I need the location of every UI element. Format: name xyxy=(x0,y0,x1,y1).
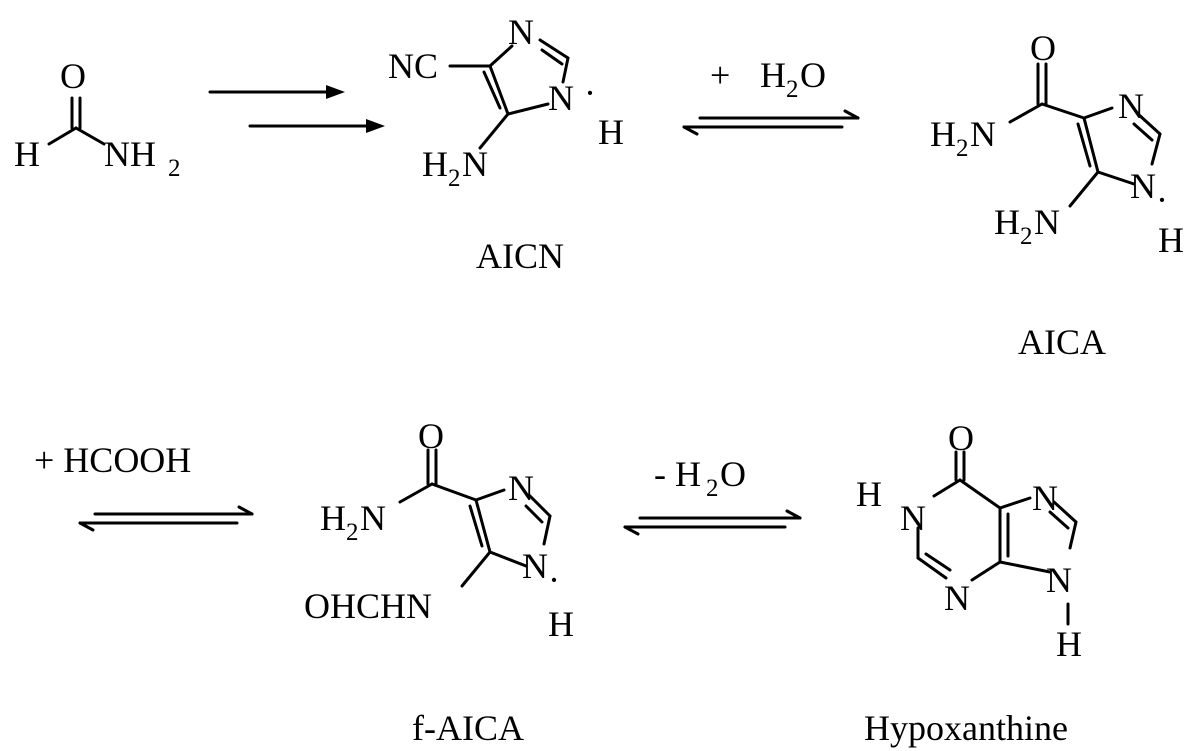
hypoxanthine-carbonyl-o: O xyxy=(948,418,974,458)
hypoxanthine-n3: N xyxy=(944,578,970,618)
aica-caption: AICA xyxy=(1018,322,1106,362)
aica-nh-dot: · xyxy=(1156,180,1168,220)
hypoxanthine-caption: Hypoxanthine xyxy=(864,708,1068,748)
aicn-nh-dot: · xyxy=(584,73,596,113)
aica-amide-h: H xyxy=(930,114,956,154)
aica-ring-h: H xyxy=(1158,220,1184,260)
step1-arrowhead-bottom xyxy=(366,119,385,133)
aicn-amine-h: H xyxy=(422,144,448,184)
aicn-molecule: · N N H NC H 2 N AICN xyxy=(388,12,624,276)
hypoxanthine-n9: N xyxy=(1046,560,1072,600)
step4-o: O xyxy=(720,454,746,494)
hypoxanthine-n7: N xyxy=(1032,478,1058,518)
step4-subscript: 2 xyxy=(706,475,719,502)
hypoxanthine-n9-h: H xyxy=(1056,624,1082,664)
step1-arrows xyxy=(208,85,385,133)
formamide-molecule: O H NH 2 xyxy=(14,56,181,182)
hypoxanthine-n1-h: H xyxy=(856,474,882,514)
step1-arrowhead-top xyxy=(326,85,345,99)
step2-plus: + xyxy=(710,55,730,95)
step3-reagent: + HCOOH xyxy=(34,440,191,480)
hypoxanthine-n1: N xyxy=(900,498,926,538)
f-aica-carbonyl-o: O xyxy=(418,416,444,456)
step2-subscript: 2 xyxy=(786,76,799,103)
formamide-amine-subscript: 2 xyxy=(168,155,181,182)
f-aica-ring-n3: N xyxy=(508,468,534,508)
formamide-amine-nh: NH xyxy=(104,134,156,174)
aica-amine-subscript: 2 xyxy=(1020,223,1033,250)
aica-ring-n3: N xyxy=(1118,86,1144,126)
f-aica-nh-dot: · xyxy=(548,560,560,600)
step4-reagent: - H 2 O xyxy=(654,454,746,502)
f-aica-ring-n1: N xyxy=(522,546,548,586)
step4-prefix: - H xyxy=(654,454,701,494)
aica-amide-n: N xyxy=(970,114,996,154)
aica-amine-h: H xyxy=(994,202,1020,242)
aicn-amine-subscript: 2 xyxy=(448,165,461,192)
aicn-ring-h: H xyxy=(598,112,624,152)
aicn-ring-n3: N xyxy=(508,12,534,52)
step2-o: O xyxy=(800,55,826,95)
step2-h: H xyxy=(760,55,786,95)
aicn-caption: AICN xyxy=(476,236,564,276)
formamide-hydrogen: H xyxy=(14,134,40,174)
aica-ring-n1: N xyxy=(1130,166,1156,206)
f-aica-formamido: OHCHN xyxy=(304,586,432,626)
aicn-amine-n: N xyxy=(462,144,488,184)
f-aica-amide-h: H xyxy=(320,498,346,538)
f-aica-amide-n: N xyxy=(360,498,386,538)
aica-amine-n: N xyxy=(1034,202,1060,242)
step3-equilibrium-arrows xyxy=(78,505,254,532)
f-aica-amide-subscript: 2 xyxy=(346,519,359,546)
step4-equilibrium-arrows xyxy=(623,509,802,536)
aicn-nitrile: NC xyxy=(388,46,438,86)
aica-molecule: · O H 2 N N N H H 2 N AICA xyxy=(930,28,1184,362)
f-aica-ring-h: H xyxy=(548,604,574,644)
aica-amide-subscript: 2 xyxy=(956,135,969,162)
step2-reagent: + H 2 O xyxy=(710,55,826,103)
hypoxanthine-molecule: O H N N N N H Hypoxanthine xyxy=(856,418,1082,748)
aica-carbonyl-o: O xyxy=(1030,28,1056,68)
aicn-ring-n1: N xyxy=(548,78,574,118)
formamide-oxygen: O xyxy=(60,56,86,96)
f-aica-molecule: · O H 2 N N N H OHCHN f-AICA xyxy=(304,416,574,748)
step2-equilibrium-arrows xyxy=(682,109,860,136)
f-aica-caption: f-AICA xyxy=(412,708,524,748)
